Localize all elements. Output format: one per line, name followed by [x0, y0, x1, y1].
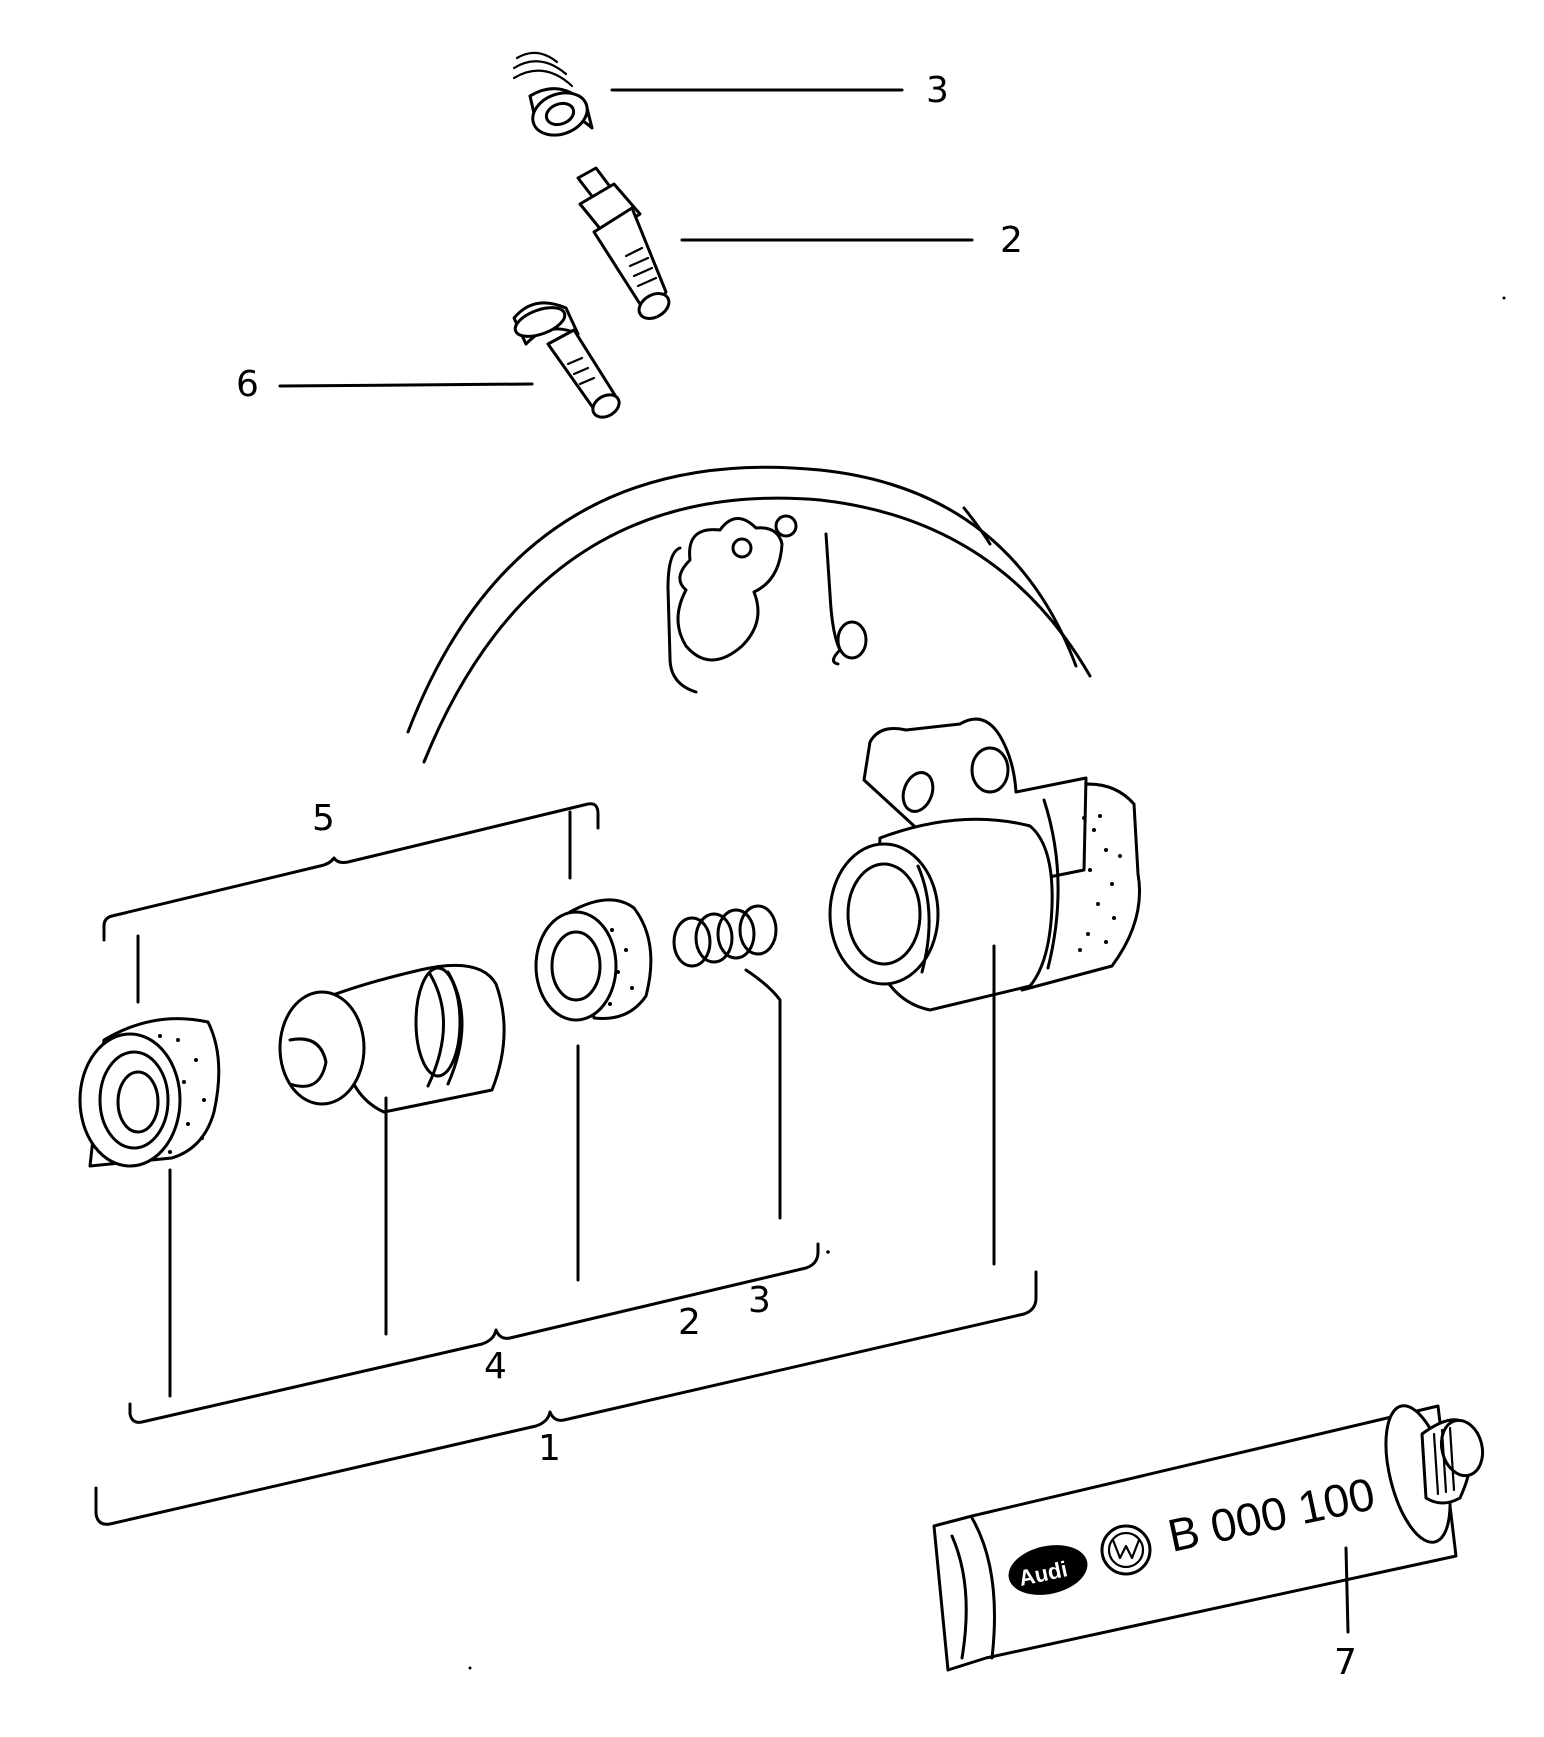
callout-2-low: 2: [678, 1302, 701, 1343]
callout-4: 4: [484, 1346, 507, 1387]
callout-3-low: 3: [748, 1280, 771, 1321]
piston: [278, 963, 506, 1114]
audi-logo: Audi: [1008, 1545, 1088, 1595]
bleeder-cap: [512, 51, 594, 137]
callout-6: 6: [236, 364, 259, 405]
leader-6: [278, 382, 534, 388]
bleeder-screw: [576, 166, 671, 320]
cup-seal: [534, 898, 653, 1022]
callout-3-top: 3: [926, 70, 949, 111]
grease-tube: Audi B 000 100: [932, 1404, 1485, 1672]
bracket-5: [102, 802, 600, 1004]
bracket-1: [94, 944, 1038, 1526]
callout-5: 5: [312, 798, 335, 839]
bracket-4: [128, 968, 820, 1424]
housing-texture: [1078, 814, 1122, 952]
speck: [826, 1250, 830, 1254]
vw-logo: [1100, 1524, 1152, 1576]
wheel-cylinder-housing: [828, 717, 1142, 1012]
speck: [1502, 296, 1506, 300]
speck: [468, 1666, 472, 1670]
leader-7: [1344, 1546, 1350, 1634]
callout-1: 1: [538, 1428, 561, 1469]
dust-boot: [78, 1017, 221, 1168]
return-spring: [672, 904, 778, 968]
callout-2-top: 2: [1000, 220, 1023, 261]
mounting-bolt: [512, 301, 621, 419]
callout-7: 7: [1334, 1642, 1357, 1683]
brake-backing-plate: [406, 465, 1092, 764]
